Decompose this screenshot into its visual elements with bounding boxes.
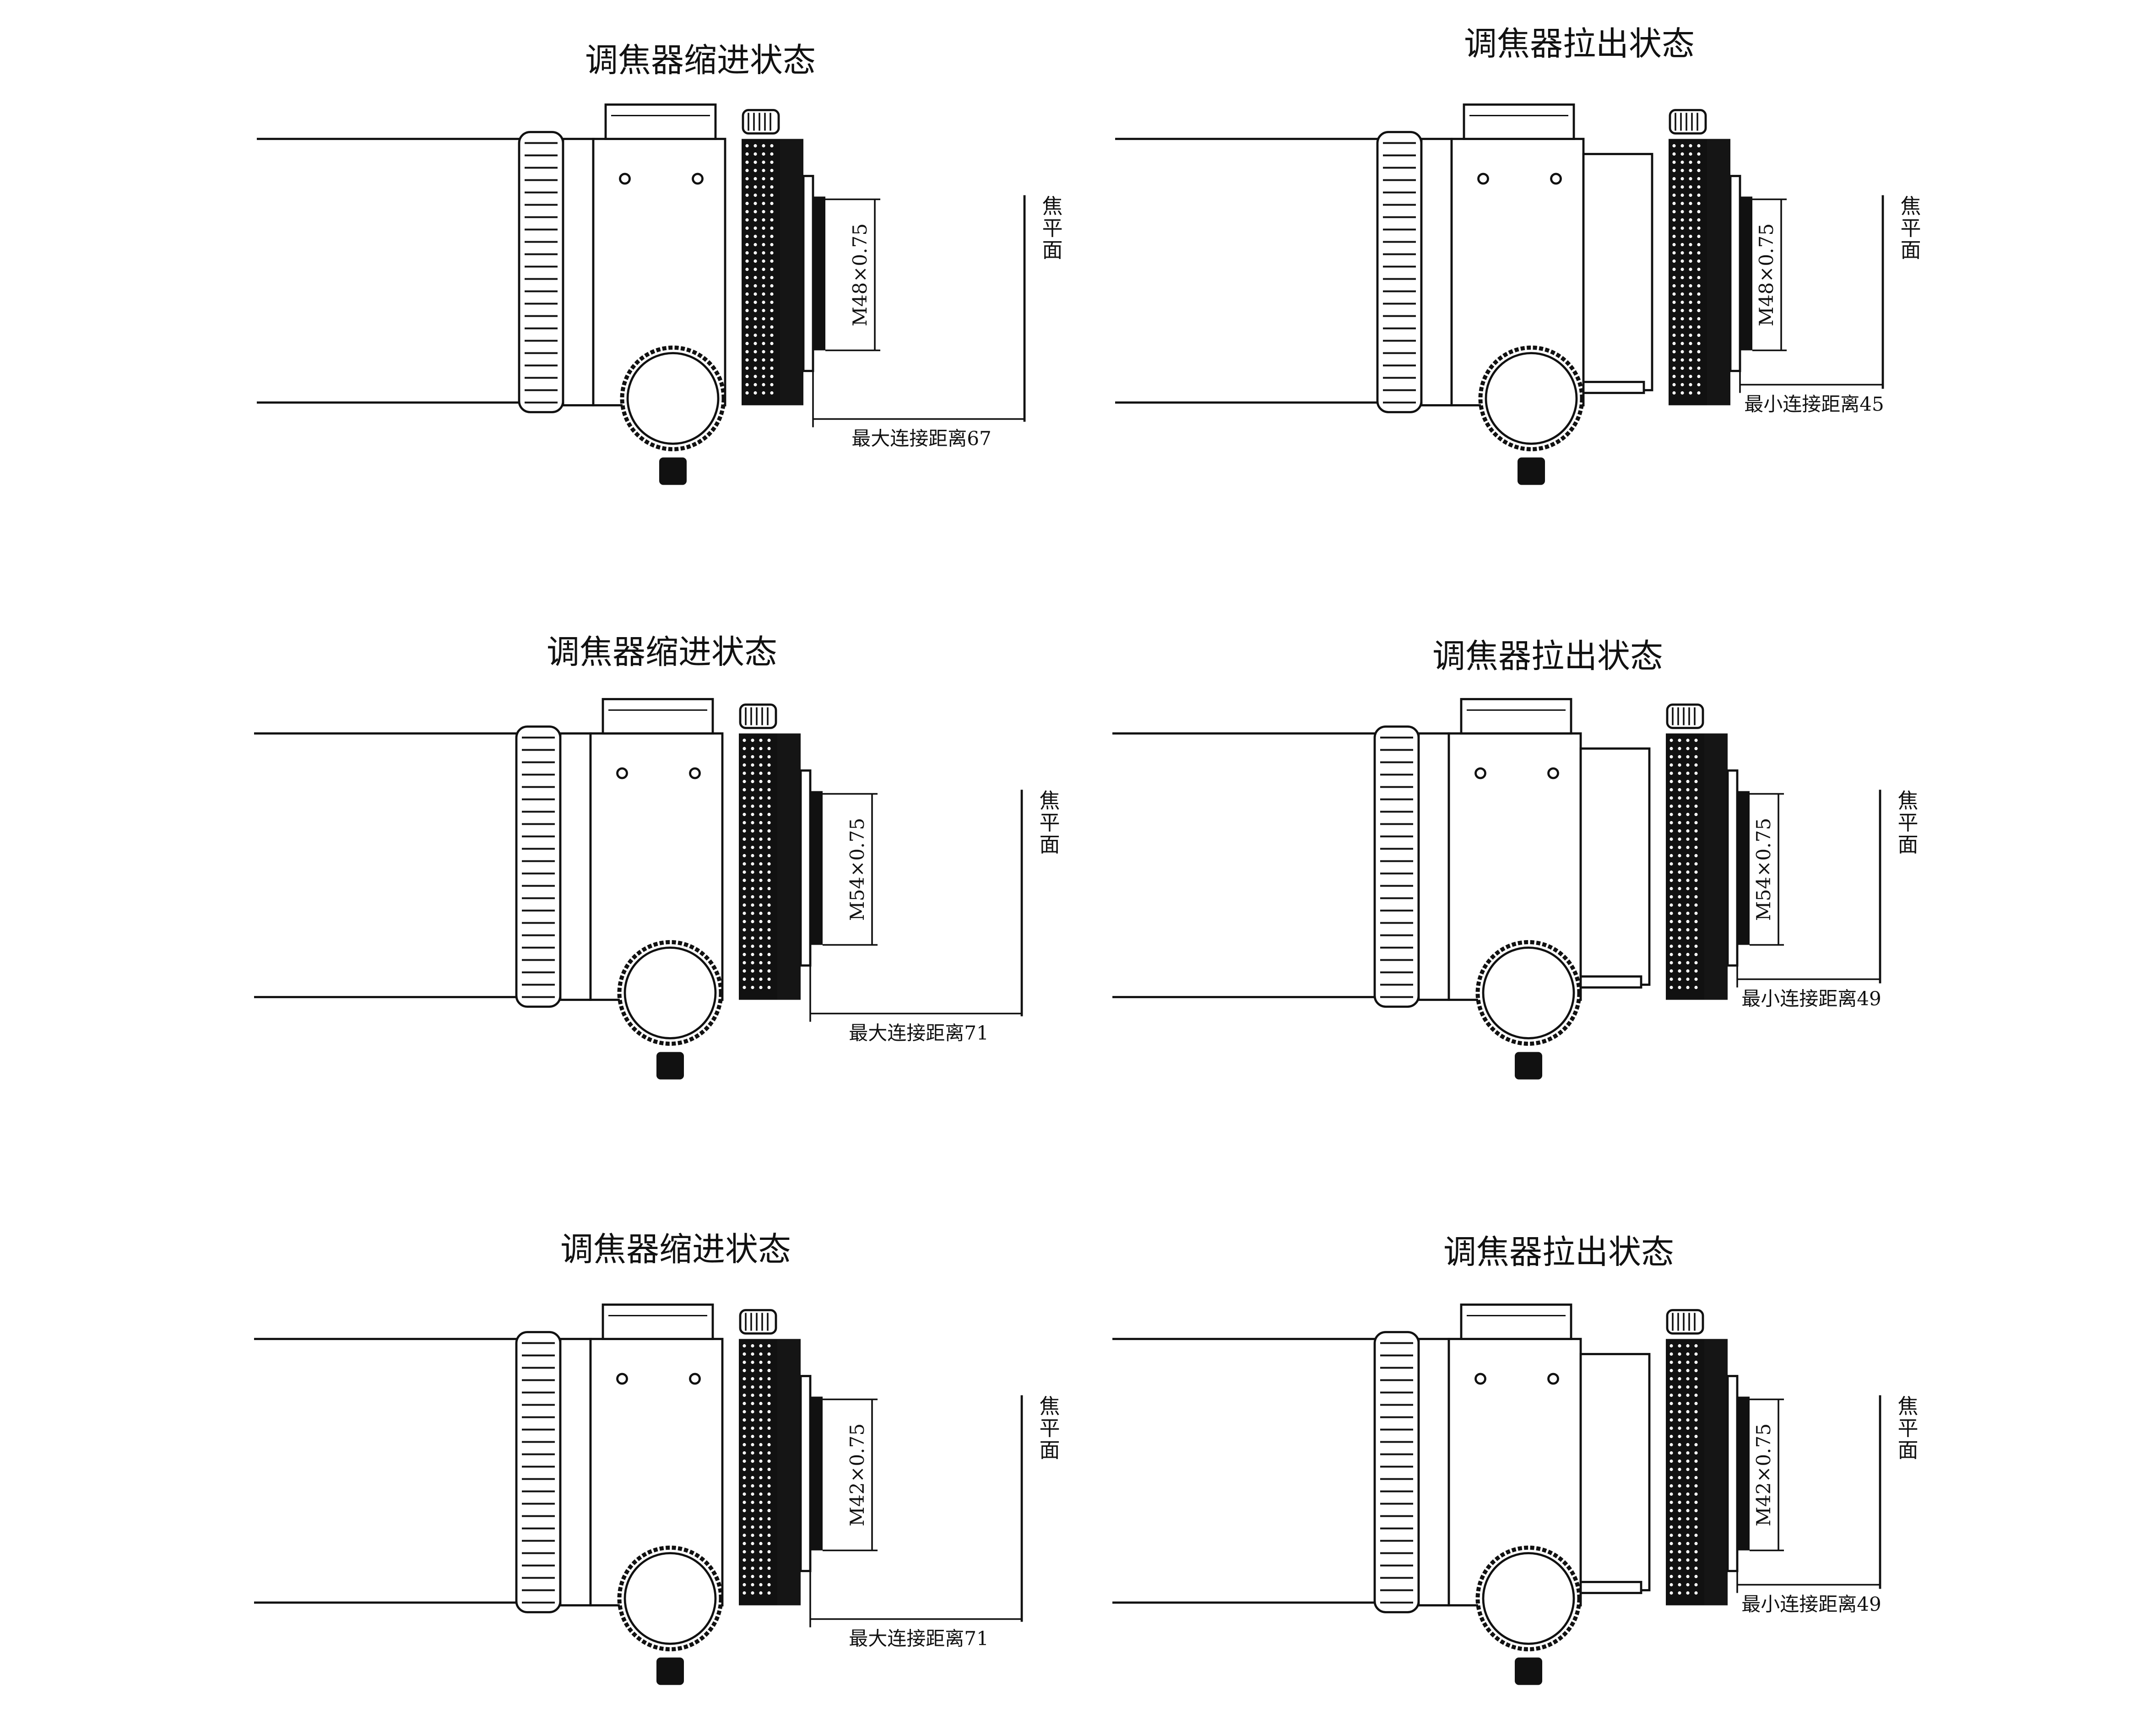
collar xyxy=(562,138,595,406)
mount-block xyxy=(1463,103,1575,140)
drawtube-extension xyxy=(1579,1353,1651,1591)
thread-spec: M48×0.75 xyxy=(1755,223,1778,326)
thread-spec: M54×0.75 xyxy=(846,818,868,921)
lock-knob xyxy=(1518,457,1545,485)
lock-knob xyxy=(659,457,687,485)
thread-adapter xyxy=(1737,1396,1750,1551)
screw-hole xyxy=(689,767,701,779)
focal-plane-label: 焦平面 xyxy=(1036,1395,1060,1461)
thread-adapter xyxy=(810,1396,823,1551)
ribbed-ring xyxy=(515,1331,562,1613)
mount-block xyxy=(602,698,714,735)
screw-hole xyxy=(1474,1373,1486,1385)
mount-block xyxy=(602,1303,714,1340)
collar xyxy=(1417,732,1450,1001)
drawtube-extension xyxy=(1579,747,1651,986)
screw-hole xyxy=(692,173,704,185)
panel-title: 调焦器缩进状态 xyxy=(585,41,816,80)
rack xyxy=(1582,381,1645,394)
mount-block xyxy=(604,103,717,140)
focal-plane-label: 焦平面 xyxy=(1036,790,1060,856)
panel-title: 调焦器拉出状态 xyxy=(1464,25,1695,63)
flange xyxy=(799,769,812,967)
panel-title: 调焦器拉出状态 xyxy=(1443,1233,1674,1271)
panel-title: 调焦器缩进状态 xyxy=(560,1230,791,1269)
ribbed-ring xyxy=(1373,725,1420,1008)
collar xyxy=(559,1338,592,1606)
screw-hole xyxy=(619,173,631,185)
ribbed-ring xyxy=(1373,1331,1420,1613)
screw-hole xyxy=(616,1373,628,1385)
rack xyxy=(1579,975,1642,989)
screw-hole xyxy=(1474,767,1486,779)
lock-knob xyxy=(1515,1052,1542,1080)
panel-title: 调焦器缩进状态 xyxy=(547,633,777,671)
lock-knob xyxy=(1515,1657,1542,1685)
thread-spec: M48×0.75 xyxy=(849,223,871,326)
screw-hole xyxy=(1550,173,1562,185)
flange xyxy=(1729,175,1741,372)
thread-adapter xyxy=(1740,196,1752,351)
screw-hole xyxy=(1477,173,1489,185)
connection-distance-label: 最大连接距离71 xyxy=(849,1628,988,1650)
screw-hole xyxy=(616,767,628,779)
flange xyxy=(802,175,814,372)
rotator-ring xyxy=(1704,733,1728,1000)
flange xyxy=(1726,1375,1739,1572)
connection-distance-label: 最小连接距离49 xyxy=(1741,1593,1881,1616)
rotator-ring xyxy=(777,733,801,1000)
rotator-ring xyxy=(1707,139,1730,406)
connection-distance-label: 最小连接距离49 xyxy=(1741,988,1881,1010)
mount-block xyxy=(1460,1303,1572,1340)
thread-adapter xyxy=(1737,791,1750,945)
connection-distance-label: 最大连接距离67 xyxy=(851,427,991,450)
flange xyxy=(1726,769,1739,967)
ribbed-ring xyxy=(515,725,562,1008)
screw-hole xyxy=(1547,1373,1559,1385)
lock-knob xyxy=(656,1052,684,1080)
screw-hole xyxy=(689,1373,701,1385)
thread-adapter xyxy=(810,791,823,945)
thread-adapter xyxy=(813,196,825,351)
thread-spec: M42×0.75 xyxy=(1752,1423,1775,1526)
rotator-ring xyxy=(780,139,803,406)
focal-plane-label: 焦平面 xyxy=(1897,195,1921,261)
collar xyxy=(559,732,592,1001)
ribbed-ring xyxy=(1376,131,1423,413)
drawtube-extension xyxy=(1582,153,1653,391)
collar xyxy=(1417,1338,1450,1606)
connection-distance-label: 最大连接距离71 xyxy=(849,1022,988,1044)
panel-title: 调焦器拉出状态 xyxy=(1432,637,1663,676)
connection-distance-label: 最小连接距离45 xyxy=(1744,393,1884,416)
flange xyxy=(799,1375,812,1572)
focal-plane-label: 焦平面 xyxy=(1894,1395,1919,1461)
rack xyxy=(1579,1581,1642,1594)
mount-block xyxy=(1460,698,1572,735)
collar xyxy=(1420,138,1453,406)
focal-plane-label: 焦平面 xyxy=(1894,790,1919,856)
thread-spec: M42×0.75 xyxy=(846,1423,868,1526)
lock-knob xyxy=(656,1657,684,1685)
focal-plane-label: 焦平面 xyxy=(1039,195,1063,261)
screw-hole xyxy=(1547,767,1559,779)
thread-spec: M54×0.75 xyxy=(1752,818,1775,921)
ribbed-ring xyxy=(518,131,564,413)
rotator-ring xyxy=(1704,1339,1728,1606)
rotator-ring xyxy=(777,1339,801,1606)
